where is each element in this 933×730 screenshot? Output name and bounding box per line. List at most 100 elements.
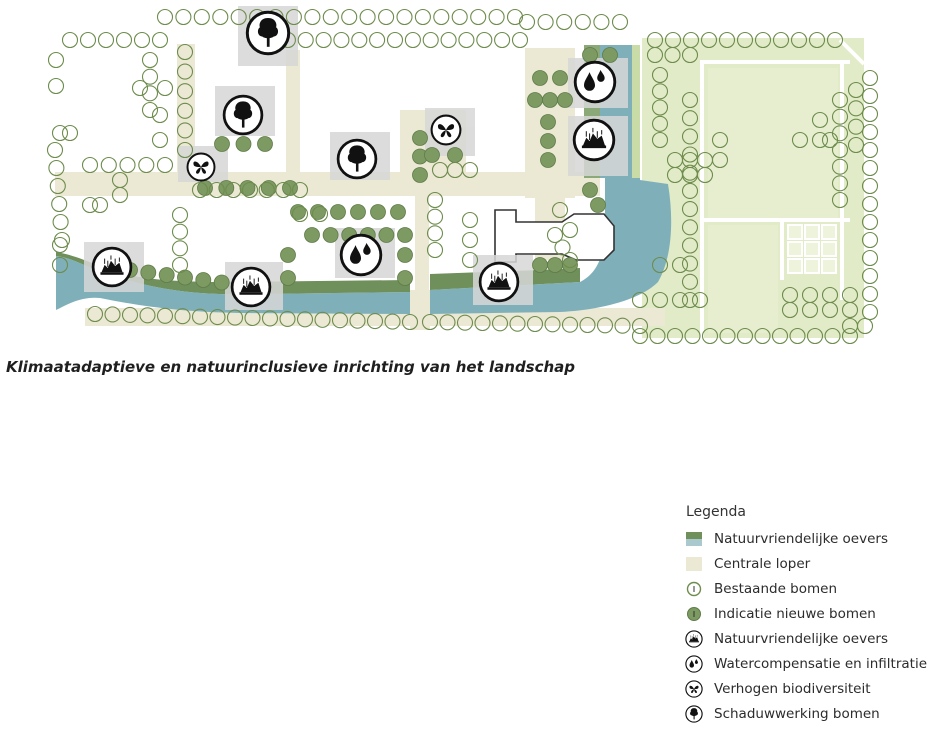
legend-title: Legenda [686, 504, 747, 520]
existing-tree [556, 13, 573, 31]
existing-tree [174, 308, 191, 325]
existing-tree [52, 213, 69, 231]
existing-tree [51, 124, 69, 142]
existing-tree [421, 313, 439, 331]
new-tree [322, 227, 339, 243]
legend-item: Natuurvriendelijke oevers [680, 526, 930, 551]
existing-tree [474, 314, 491, 332]
natuurvriendelijke-oever-icon [478, 261, 520, 303]
existing-tree [426, 241, 444, 259]
existing-tree [349, 312, 366, 329]
existing-tree [821, 301, 839, 319]
existing-tree [461, 231, 479, 249]
existing-tree [285, 8, 302, 26]
existing-tree [561, 316, 579, 333]
new-tree [235, 136, 252, 152]
existing-tree [681, 201, 699, 218]
existing-tree [664, 46, 681, 64]
existing-tree [831, 158, 849, 175]
legend: Legenda Natuurvriendelijke oevers Centra… [680, 504, 930, 726]
existing-tree [176, 102, 194, 119]
existing-tree [426, 225, 444, 242]
watercompensatie-druppel-icon [573, 60, 617, 104]
existing-tree [151, 106, 169, 124]
existing-tree [171, 240, 189, 257]
existing-tree [81, 196, 99, 214]
new-tree [280, 270, 296, 286]
existing-tree [461, 161, 479, 179]
existing-tree [176, 43, 194, 61]
existing-tree [551, 201, 569, 219]
new-tree [390, 204, 406, 220]
existing-tree [791, 131, 809, 149]
existing-tree [831, 108, 849, 125]
existing-tree [806, 327, 824, 345]
existing-tree [414, 8, 431, 26]
existing-tree [333, 31, 350, 49]
existing-tree [789, 327, 806, 345]
new-tree [557, 92, 573, 108]
existing-tree [861, 267, 879, 285]
new-tree [532, 70, 548, 86]
existing-tree [754, 327, 771, 345]
schaduwboom-icon [222, 94, 264, 136]
existing-tree [51, 195, 68, 213]
bank-swatch-icon [680, 529, 708, 549]
legend-label: Verhogen biodiversiteit [714, 680, 871, 697]
existing-tree [366, 313, 384, 330]
existing-tree [847, 118, 865, 135]
existing-tree [771, 327, 789, 345]
new-tree [140, 264, 157, 281]
existing-tree [509, 315, 526, 332]
new-tree [532, 257, 548, 273]
existing-tree [651, 291, 669, 309]
new-tree [540, 133, 556, 149]
legend-item: Indicatie nieuwe bomen [680, 601, 930, 626]
legend-item: Centrale loper [680, 551, 930, 576]
new-tree [540, 114, 556, 130]
existing-tree [671, 291, 689, 309]
existing-tree [384, 313, 401, 330]
existing-tree [296, 311, 314, 328]
existing-tree [230, 8, 247, 26]
existing-tree [574, 13, 591, 31]
existing-tree [422, 31, 439, 49]
new-tree [582, 47, 598, 63]
new-tree [412, 130, 428, 146]
existing-tree [681, 110, 699, 127]
existing-tree [718, 31, 736, 49]
existing-tree [291, 205, 309, 223]
new-tree [582, 182, 598, 198]
existing-tree [826, 31, 844, 49]
new-tree [330, 204, 346, 220]
existing-tree [156, 307, 174, 324]
new-tree [562, 257, 578, 273]
new-tree [412, 167, 428, 183]
existing-tree [451, 8, 468, 26]
new-tree [590, 197, 606, 213]
existing-tree [847, 136, 865, 154]
existing-tree [97, 31, 115, 49]
existing-tree [847, 100, 865, 117]
existing-tree [458, 31, 475, 49]
existing-tree [544, 316, 561, 333]
existing-tree [700, 31, 718, 49]
existing-tree [138, 156, 155, 174]
legend-label: Centrale loper [714, 555, 811, 572]
existing-tree [681, 91, 699, 109]
existing-tree [681, 146, 699, 163]
existing-tree [754, 31, 772, 49]
new-tree [290, 204, 306, 220]
new-tree [213, 274, 230, 291]
existing-tree [841, 301, 859, 319]
new-tree [280, 247, 296, 263]
legend-label: Schaduwwerking bomen [714, 705, 880, 722]
existing-tree [51, 256, 69, 274]
existing-tree [801, 301, 819, 319]
existing-tree [297, 31, 314, 49]
existing-tree [208, 181, 225, 199]
watercompensatie-druppel-icon [339, 233, 383, 277]
existing-tree [491, 315, 509, 332]
new-tree [527, 92, 543, 108]
existing-tree [711, 131, 729, 149]
